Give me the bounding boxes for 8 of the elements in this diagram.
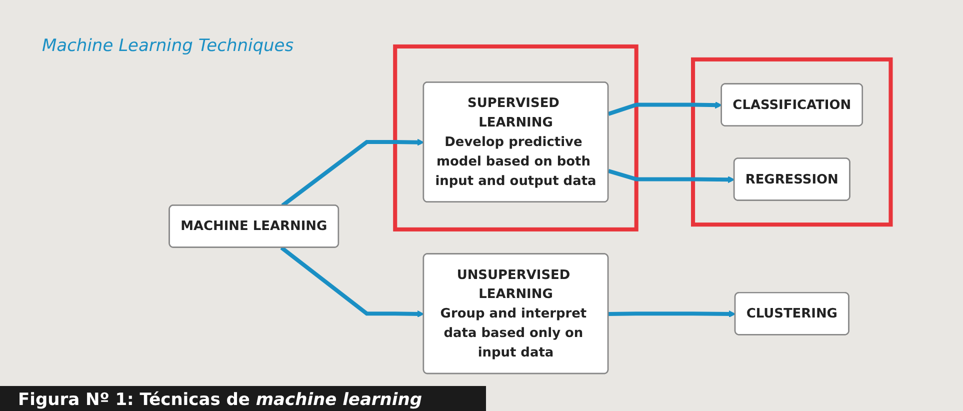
arrow (608, 310, 736, 318)
arrow (280, 246, 424, 318)
cluster (691, 57, 893, 227)
cluster (393, 44, 638, 232)
arrow (608, 168, 735, 184)
figure-caption: Figura Nº 1: Técnicas de machine learning (0, 386, 486, 411)
arrow (608, 102, 722, 116)
diagram-title: Machine Learning Techniques (42, 36, 294, 56)
